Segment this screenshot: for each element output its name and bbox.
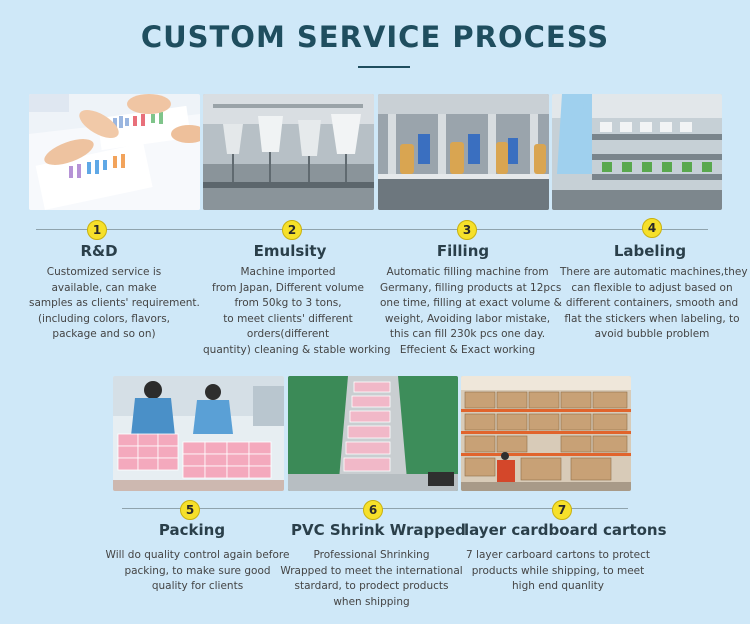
step-2-line: to meet clients' different <box>223 312 353 325</box>
step-5-line: Will do quality control again before <box>105 549 290 561</box>
step-3-line: this can fill 230k pcs one day. <box>389 328 546 340</box>
photo-rnd-meeting <box>29 94 200 210</box>
step-7-line: 7 layer carboard cartons to protect <box>466 549 650 561</box>
step-5-title: Packing <box>158 521 226 539</box>
step-4-description: There are automatic machines,they can fl… <box>560 265 748 343</box>
step-2-badge: 2 <box>282 220 302 240</box>
step-6-line: Professional Shrinking <box>313 549 430 561</box>
step-2-line: orders(different <box>246 328 330 340</box>
step-6-line: Wrapped to meet the international <box>280 564 463 577</box>
step-2-title: Emulsity <box>253 242 327 260</box>
step-7-line: products while shipping, to meet <box>471 564 645 577</box>
step-2-line: quantity) cleaning & stable working <box>203 343 391 356</box>
step-6-description: Professional Shrinking Wrapped to meet t… <box>280 548 463 610</box>
step-5-description: Will do quality control again before pac… <box>105 548 290 595</box>
step-2-description: Machine imported from Japan, Different v… <box>203 265 391 358</box>
page-title: CUSTOM SERVICE PROCESS <box>140 20 610 54</box>
step-5-badge: 5 <box>180 500 200 520</box>
step-3-badge: 3 <box>457 220 477 240</box>
step-2-line: from 50kg to 3 tons, <box>234 297 342 309</box>
step-1-line: samples as clients' requirement. <box>29 297 200 309</box>
photo-filling-machine <box>378 94 549 210</box>
step-2-line: Machine imported <box>240 266 336 278</box>
step-2-line: from Japan, Different volume <box>212 281 364 294</box>
step-1-line: package and so on) <box>52 328 156 340</box>
step-7-title: layer cardboard cartons <box>464 521 667 539</box>
step-3-line: Automatic filling machine from <box>386 266 549 278</box>
photo-warehouse-cartons <box>461 376 631 491</box>
step-4-title: Labeling <box>613 242 687 260</box>
step-3-line: Germany, filling products at 12pcs <box>380 281 562 294</box>
step-5-line: quality for clients <box>151 580 244 592</box>
step-4-badge: 4 <box>642 218 662 238</box>
step-1-line: Customized service is <box>46 266 162 278</box>
step-4-line: There are automatic machines,they <box>560 266 748 278</box>
step-7-badge: 7 <box>552 500 572 520</box>
photo-emulsity-tanks <box>203 94 374 210</box>
step-3-title: Filling <box>436 242 490 260</box>
step-3-line: Effecient & Exact working <box>399 343 536 356</box>
photo-packing-boxes <box>113 376 284 491</box>
step-6-line: when shipping <box>333 595 410 608</box>
step-3-line: weight, Avoiding labor mistake, <box>384 312 551 325</box>
step-1-badge: 1 <box>87 220 107 240</box>
photo-shrink-conveyor <box>288 376 458 491</box>
step-4-line: can flexible to adjust based on <box>571 281 733 294</box>
step-7-description: 7 layer carboard cartons to protect prod… <box>463 548 653 595</box>
step-1-description: Customized service is available, can mak… <box>29 265 200 343</box>
step-7-line: high end quanlity <box>512 580 604 592</box>
photo-labeling-line <box>552 94 722 210</box>
step-5-line: packing, to make sure good <box>124 564 271 577</box>
step-1-line: available, can make <box>51 281 157 294</box>
step-6-title: PVC Shrink Wrapped <box>291 521 466 539</box>
timeline-line-row1 <box>36 229 708 230</box>
step-4-line: different containers, smooth and <box>565 297 739 309</box>
step-4-line: avoid bubble problem <box>594 328 710 340</box>
step-6-line: stardard, to prodect products <box>294 580 449 592</box>
step-3-line: one time, filling at exact volume & <box>380 297 562 309</box>
step-1-title: R&D <box>80 242 118 260</box>
title-underline <box>358 66 410 68</box>
step-3-description: Automatic filling machine from Germany, … <box>380 265 562 358</box>
step-1-line: (including colors, flavors, <box>37 312 171 325</box>
step-4-line: flat the stickers when labeling, to <box>564 312 740 325</box>
step-6-badge: 6 <box>363 500 383 520</box>
